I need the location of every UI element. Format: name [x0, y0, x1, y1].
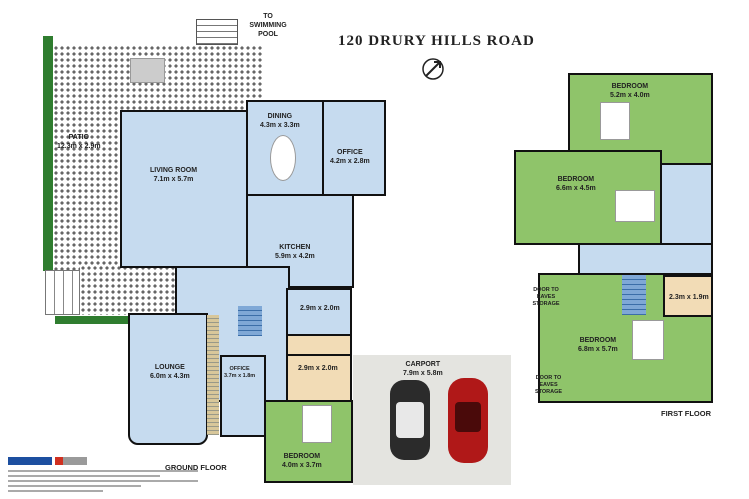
room-size: 4.0m x 3.7m [282, 462, 322, 470]
room-size: 4.2m x 2.8m [330, 158, 370, 166]
room-size: 6.8m x 5.7m [578, 346, 618, 354]
room-size: 7.9m x 5.8m [403, 370, 443, 378]
patio [53, 110, 120, 270]
small-office [220, 355, 266, 437]
page-title: 120 DRURY HILLS ROAD [338, 33, 535, 49]
room-size: 3.7m x 1.8m [224, 373, 256, 380]
bed [600, 102, 630, 140]
room-size: 6.6m x 4.5m [556, 185, 596, 193]
room-size: 4.3m x 3.3m [260, 122, 300, 130]
car-dark [390, 380, 430, 460]
room-name: DINING [267, 113, 293, 120]
north-arrow-icon [422, 58, 444, 80]
room-size: 6.0m x 4.3m [150, 373, 190, 381]
laundry [286, 334, 352, 356]
disclaimer [8, 470, 198, 495]
pool-steps [196, 19, 238, 45]
hallway [578, 243, 713, 275]
bed [632, 320, 664, 360]
room-name: LIVING ROOM [150, 167, 198, 174]
bed [615, 190, 655, 222]
room-name: CARPORT [405, 361, 441, 368]
room-size: 5.9m x 4.2m [275, 253, 315, 261]
bathroom [286, 354, 352, 402]
agency-logo [8, 457, 52, 465]
living-room [120, 110, 248, 268]
room-size: 2.9m x 2.0m [300, 305, 340, 312]
office [322, 100, 386, 196]
stairs [238, 306, 262, 336]
pool-note: TO SWIMMING POOL [249, 13, 287, 39]
car-red [448, 378, 488, 463]
room-name: PATIO [68, 134, 89, 141]
ground-floor-label: GROUND FLOOR [165, 463, 227, 472]
room-name: BEDROOM [611, 83, 649, 90]
hedge [43, 36, 53, 271]
room-size: 12.3m x 2.9m [57, 143, 101, 151]
room-name: LOUNGE [154, 364, 185, 371]
eaves-storage-note: DOOR TO EAVES STORAGE [532, 287, 560, 308]
hedge [55, 316, 137, 324]
lounge [128, 313, 208, 445]
room-size: 2.3m x 1.9m [669, 294, 709, 301]
room-size: 5.2m x 4.0m [610, 92, 650, 100]
agency-logo [55, 457, 87, 465]
room-name: BEDROOM [579, 337, 617, 344]
room-name: OFFICE [337, 149, 363, 156]
bed [302, 405, 332, 443]
bathroom [663, 275, 713, 317]
room-size: 7.1m x 5.7m [153, 176, 194, 184]
room-name: OFFICE [229, 366, 250, 372]
room-name: BEDROOM [557, 176, 595, 183]
room-size: 2.9m x 2.0m [298, 365, 338, 372]
room-name: KITCHEN [279, 244, 311, 251]
patio-table [130, 58, 165, 83]
stairs [622, 275, 646, 315]
room-name: BEDROOM [283, 453, 321, 460]
eaves-storage-note: DOOR TO EAVES STORAGE [534, 375, 563, 396]
bookshelf [207, 315, 219, 435]
patio [80, 265, 175, 315]
dining-table [270, 135, 296, 181]
pergola [45, 270, 80, 315]
first-floor-label: FIRST FLOOR [661, 409, 711, 418]
